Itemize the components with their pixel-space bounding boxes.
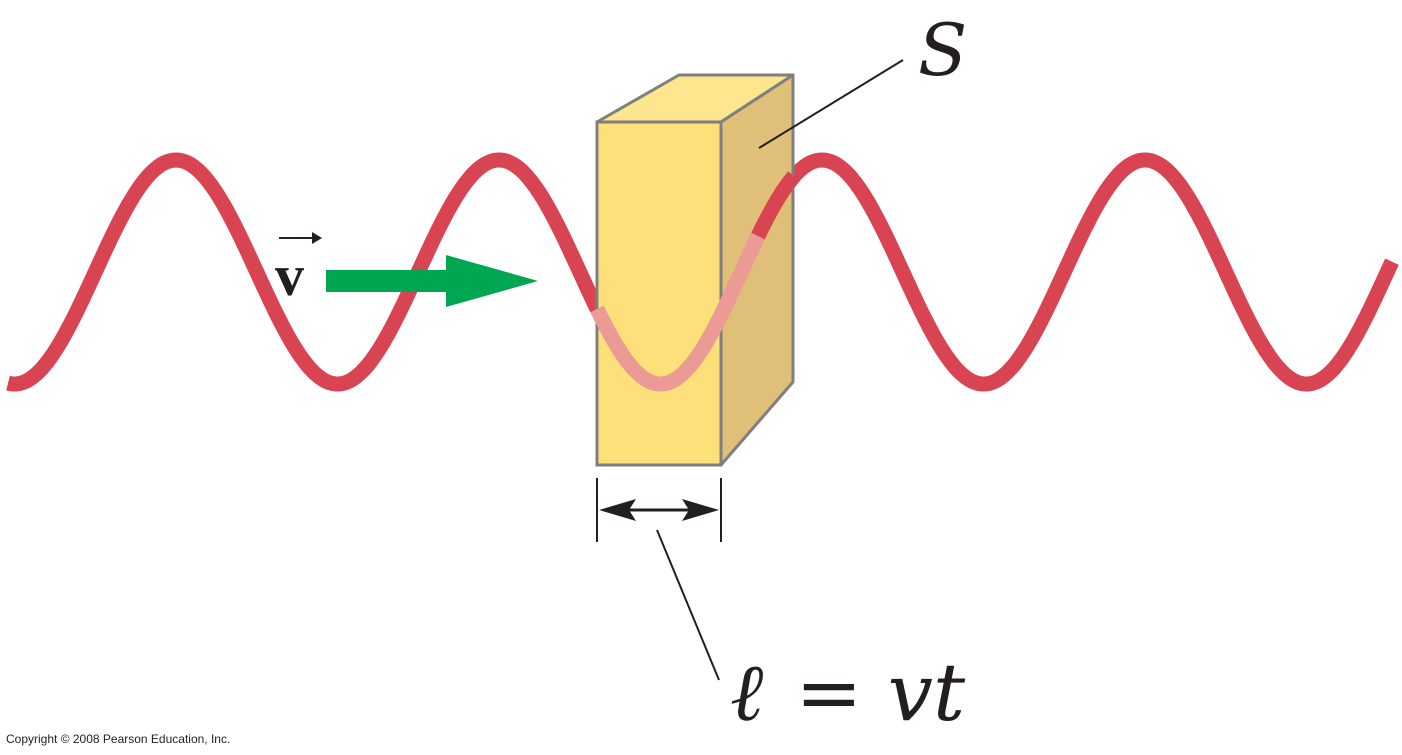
right-arrow-icon bbox=[326, 255, 538, 307]
length-equation: ℓ = vt bbox=[730, 646, 966, 739]
sine-wave-inside-block bbox=[590, 230, 766, 392]
surface-leader-line bbox=[758, 59, 904, 149]
velocity-vector-overarrow bbox=[279, 232, 322, 244]
velocity-label: v bbox=[275, 243, 304, 308]
sine-wave bbox=[6, 152, 1399, 392]
surface-label: S bbox=[918, 8, 967, 92]
double-headed-arrow-icon bbox=[596, 478, 722, 542]
length-leader-line bbox=[656, 529, 720, 681]
block bbox=[595, 73, 795, 467]
block-front-face bbox=[595, 120, 723, 467]
sine-wave-emerging-segment bbox=[751, 171, 800, 240]
copyright-notice: Copyright © 2008 Pearson Education, Inc. bbox=[6, 732, 231, 746]
